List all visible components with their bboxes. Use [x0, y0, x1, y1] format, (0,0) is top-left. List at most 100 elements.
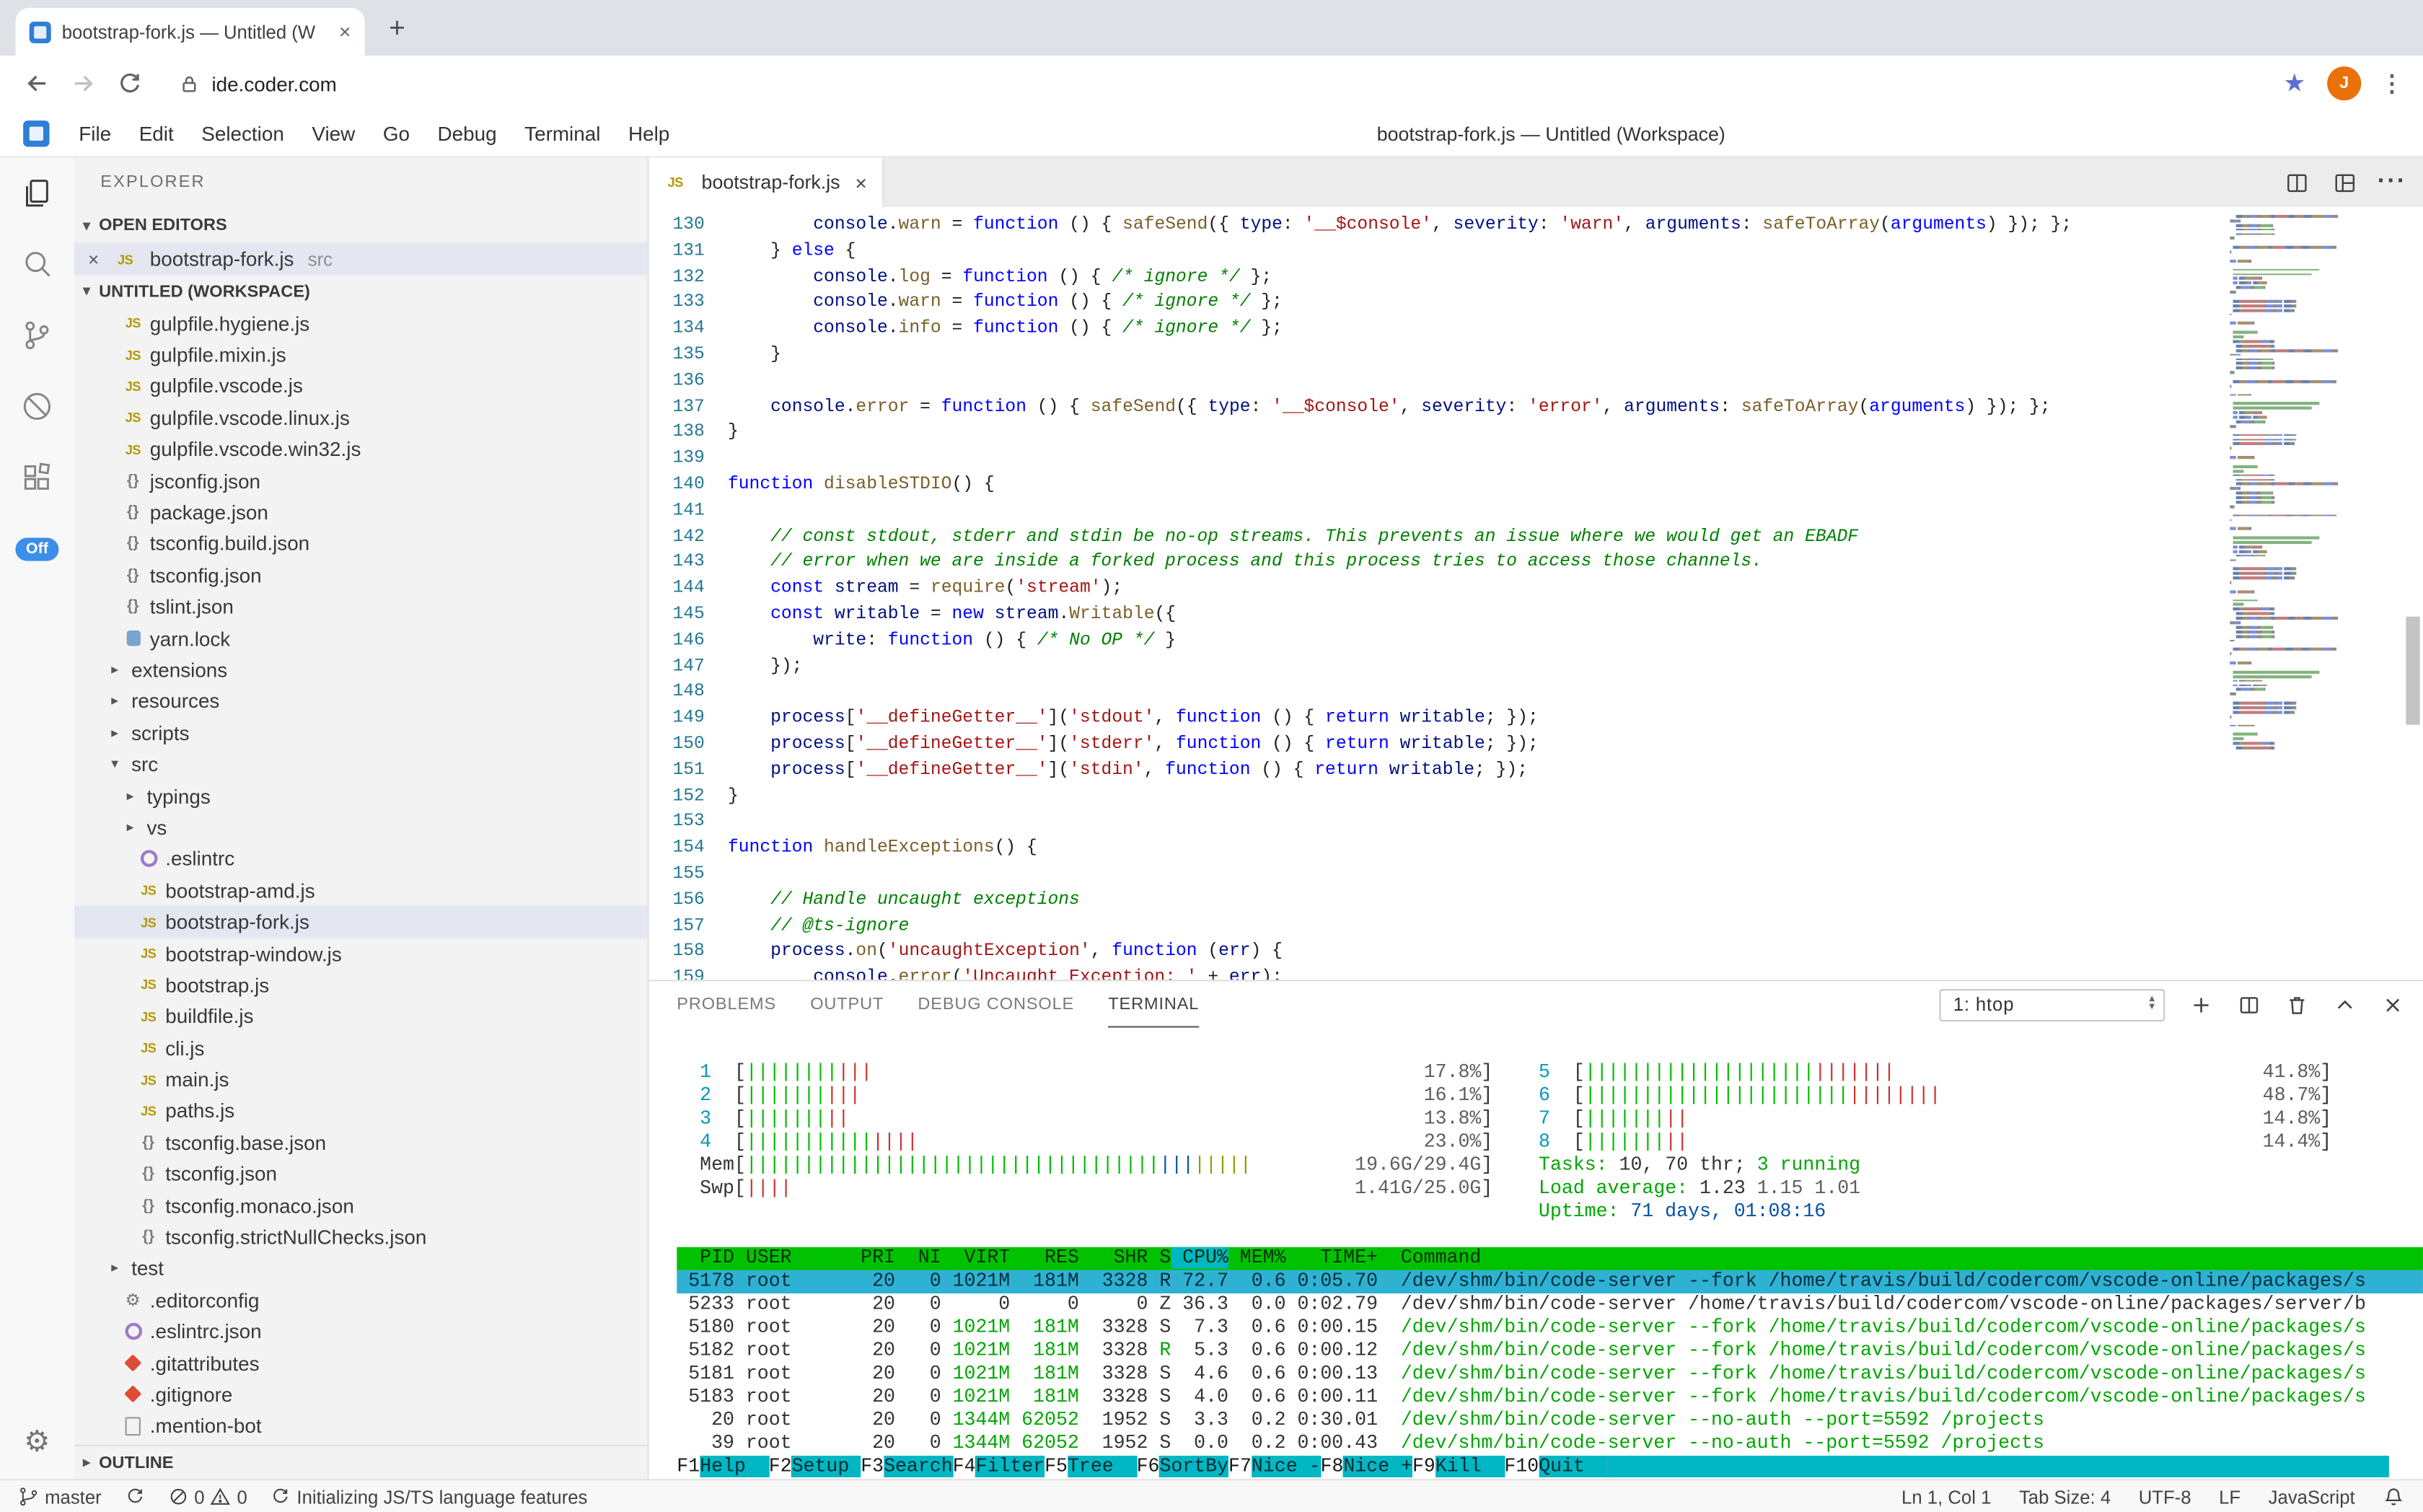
cursor-position[interactable]: Ln 1, Col 1 [1901, 1485, 1992, 1508]
close-icon[interactable]: × [88, 247, 100, 270]
tree-item-.eslintrc[interactable]: .eslintrc [74, 843, 648, 875]
code-line[interactable]: process.on('uncaughtException', function… [728, 940, 2230, 966]
tree-item-vs[interactable]: ▸vs [74, 812, 648, 843]
line-number[interactable]: 159 [672, 967, 705, 980]
code-line[interactable]: } [728, 421, 2230, 447]
scrollbar-thumb[interactable] [2406, 616, 2420, 725]
tree-item-tsconfig.json[interactable]: {}tsconfig.json [74, 1159, 648, 1190]
tree-item-tsconfig.json[interactable]: {}tsconfig.json [74, 560, 648, 592]
code-line[interactable]: // @ts-ignore [728, 914, 2230, 940]
line-number[interactable]: 158 [672, 941, 705, 962]
notifications-bell-icon[interactable] [2383, 1486, 2404, 1508]
url-text[interactable]: ide.coder.com [211, 71, 337, 95]
menu-go[interactable]: Go [382, 122, 410, 146]
line-number[interactable]: 153 [672, 812, 705, 832]
split-terminal-icon[interactable] [2236, 992, 2261, 1016]
code-line[interactable]: } [728, 343, 2230, 369]
omnibox[interactable]: ide.coder.com [154, 72, 2280, 95]
code-line[interactable]: } [728, 784, 2230, 810]
tree-item-.editorconfig[interactable]: ⚙.editorconfig [74, 1284, 648, 1316]
browser-tab[interactable]: bootstrap-fork.js — Untitled (W × [15, 7, 365, 56]
code-line[interactable]: // Handle uncaught exceptions [728, 888, 2230, 914]
tree-item-tsconfig.strictNullChecks.json[interactable]: {}tsconfig.strictNullChecks.json [74, 1221, 648, 1253]
code-line[interactable]: console.log = function () { /* ignore */… [728, 265, 2230, 291]
tab-terminal[interactable]: TERMINAL [1108, 981, 1199, 1027]
code-line[interactable]: console.warn = function () { safeSend({ … [728, 214, 2230, 239]
code-line[interactable]: function handleExceptions() { [728, 836, 2230, 862]
split-editor-icon[interactable] [2284, 170, 2308, 195]
code-line[interactable]: // error when we are inside a forked pro… [728, 550, 2230, 576]
new-terminal-icon[interactable] [2188, 992, 2212, 1016]
line-number[interactable]: 148 [672, 682, 705, 703]
line-number[interactable]: 139 [672, 448, 705, 469]
code-line[interactable]: console.warn = function () { /* ignore *… [728, 291, 2230, 317]
code-line[interactable]: console.error('Uncaught Exception: ' + e… [728, 966, 2230, 980]
code-line[interactable]: const stream = require('stream'); [728, 576, 2230, 602]
tree-item-test[interactable]: ▸test [74, 1253, 648, 1285]
menu-selection[interactable]: Selection [201, 122, 284, 146]
language-status-message[interactable]: Initializing JS/TS language features [271, 1486, 587, 1508]
menu-file[interactable]: File [79, 122, 112, 146]
line-number[interactable]: 142 [672, 526, 705, 547]
open-editor-item[interactable]: × JS bootstrap-fork.js src [74, 242, 648, 276]
code-line[interactable]: } else { [728, 239, 2230, 265]
kill-terminal-icon[interactable] [2284, 992, 2308, 1016]
problems-status[interactable]: 0 0 [168, 1486, 247, 1508]
line-number[interactable]: 152 [672, 786, 705, 806]
sync-status[interactable] [125, 1487, 145, 1507]
close-panel-icon[interactable] [2380, 992, 2404, 1016]
code-line[interactable]: const writable = new stream.Writable({ [728, 602, 2230, 628]
line-number[interactable]: 135 [672, 344, 705, 365]
line-number[interactable]: 137 [672, 396, 705, 417]
tree-item-.mention-bot[interactable]: .mention-bot [74, 1410, 648, 1442]
new-tab-button[interactable]: + [389, 12, 405, 43]
tree-item-jsconfig.json[interactable]: {}jsconfig.json [74, 465, 648, 497]
code-line[interactable] [728, 680, 2230, 706]
search-icon[interactable] [0, 229, 74, 300]
extensions-icon[interactable] [0, 442, 74, 514]
code-line[interactable] [728, 810, 2230, 836]
app-logo-icon[interactable] [23, 120, 50, 147]
code-line[interactable]: }); [728, 654, 2230, 680]
line-number[interactable]: 133 [672, 292, 705, 313]
tree-item-extensions[interactable]: ▸extensions [74, 654, 648, 686]
line-number[interactable]: 130 [672, 214, 705, 235]
code-line[interactable]: process['__defineGetter__']('stdout', fu… [728, 706, 2230, 732]
terminal-select[interactable]: 1: htop ▲▼ [1939, 988, 2165, 1021]
editor-scrollbar[interactable] [2401, 207, 2423, 980]
line-number[interactable]: 155 [672, 863, 705, 884]
line-number[interactable]: 134 [672, 318, 705, 339]
tree-item-tsconfig.monaco.json[interactable]: {}tsconfig.monaco.json [74, 1190, 648, 1221]
git-branch-status[interactable]: master [19, 1486, 102, 1508]
line-number[interactable]: 144 [672, 578, 705, 599]
tree-item-tsconfig.base.json[interactable]: {}tsconfig.base.json [74, 1127, 648, 1159]
off-badge[interactable]: Off [14, 537, 59, 561]
tree-item-tsconfig.build.json[interactable]: {}tsconfig.build.json [74, 528, 648, 560]
code-line[interactable]: function disableSTDIO() { [728, 472, 2230, 498]
tab-close-icon[interactable]: × [855, 170, 867, 194]
encoding[interactable]: UTF-8 [2138, 1485, 2191, 1508]
line-number[interactable]: 132 [672, 266, 705, 287]
back-icon[interactable] [15, 62, 58, 105]
settings-gear-icon[interactable]: ⚙ [24, 1425, 50, 1459]
minimap[interactable] [2230, 207, 2401, 980]
code-line[interactable] [728, 862, 2230, 888]
code-line[interactable]: console.info = function () { /* ignore *… [728, 317, 2230, 343]
line-number[interactable]: 154 [672, 838, 705, 858]
line-number[interactable]: 147 [672, 656, 705, 677]
menu-view[interactable]: View [312, 122, 356, 146]
menu-edit[interactable]: Edit [138, 122, 174, 146]
tab-close-icon[interactable]: × [339, 19, 351, 43]
line-number[interactable]: 140 [672, 474, 705, 495]
tree-item-tslint.json[interactable]: {}tslint.json [74, 591, 648, 623]
terminal-htop[interactable]: 1 [||||||||||| 17.8%] 5 [|||||||||||||||… [649, 1028, 2423, 1480]
maximize-panel-icon[interactable] [2332, 992, 2357, 1016]
